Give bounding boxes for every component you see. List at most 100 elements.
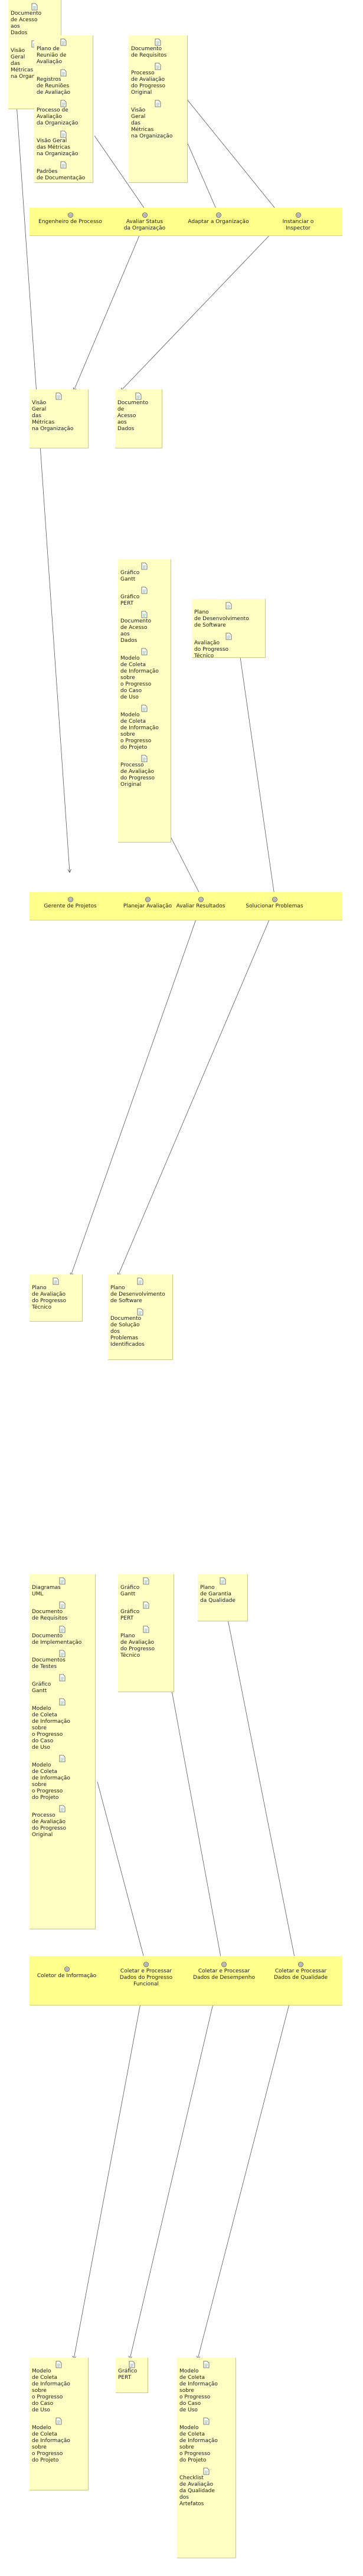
connector-line	[130, 1981, 219, 2359]
artifact-label: Registros de Reuniões de Avaliação	[37, 77, 71, 96]
document-icon	[60, 100, 67, 107]
document-icon	[60, 69, 67, 77]
gear-icon	[145, 897, 151, 902]
task[interactable]: Avaliar Resultados	[162, 896, 239, 910]
connector-line	[171, 1687, 221, 1960]
task[interactable]: Coletar e Processar Dados de Qualidade	[261, 1961, 341, 1981]
document-icon	[137, 1277, 143, 1285]
gear-icon	[198, 897, 204, 902]
artifact-label: Documento de Requisitos	[131, 46, 167, 58]
artifact-label: Modelo de Coleta de Informação sobre o P…	[32, 2425, 70, 2463]
document-icon	[225, 602, 231, 609]
connector-line	[227, 1616, 295, 1960]
role-task[interactable]: Coletor de Informação	[32, 1965, 102, 1979]
artifact-label: Processo de Avaliação do Progresso Origi…	[131, 70, 165, 96]
document-icon	[155, 100, 161, 107]
artifact: Visão Geral das Métricas na Organização	[37, 130, 90, 158]
task[interactable]: Solucionar Problemas	[236, 896, 313, 910]
artifact: Modelo de Coleta de Informação sobre o P…	[32, 2361, 86, 2414]
task-label: Coletar e Processar Dados do Progresso F…	[119, 1968, 173, 1987]
artifact: Registros de Reuniões de Avaliação	[37, 69, 90, 96]
input-group: Diagramas UML Documento de Requisitos Do…	[30, 1574, 96, 1929]
artifact-label: Modelo de Coleta de Informação sobre o P…	[120, 712, 159, 750]
task-label: Instanciar o Inspector	[282, 219, 314, 231]
task-label: Adaptar a Organização	[188, 219, 249, 225]
document-icon	[220, 1577, 225, 1585]
artifact-label: Gráfico Gantt	[32, 1682, 51, 1694]
artifact-label: Gráfico Gantt	[120, 1585, 140, 1597]
artifact: Processo de Avaliação da Organização	[37, 100, 90, 127]
gear-icon	[67, 897, 73, 902]
document-icon	[60, 161, 67, 169]
artifact: Documentos de Testes	[32, 1650, 93, 1670]
task-label: Solucionar Problemas	[246, 903, 303, 909]
document-icon	[143, 1625, 149, 1633]
artifact: Documento de Requisitos	[32, 1601, 93, 1622]
artifact: Modelo de Coleta de Informação sobre o P…	[120, 704, 168, 751]
artifact: Gráfico Gantt	[120, 562, 168, 583]
artifact: Avaliação do Progresso Técnico	[194, 632, 263, 660]
artifact-label: Plano de Desenvolvimento de Software	[110, 1285, 165, 1304]
task[interactable]: Coletar e Processar Dados de Desempenho	[184, 1961, 264, 1981]
artifact: Documento de Acesso aos Dados	[117, 392, 159, 432]
task[interactable]: Adaptar a Organização	[180, 211, 257, 225]
gear-icon	[298, 1962, 303, 1967]
role-task[interactable]: Gerente de Projetos	[32, 896, 109, 910]
document-icon	[203, 2467, 210, 2475]
document-icon	[129, 2361, 135, 2368]
task-bar: Gerente de Projetos Planejar Avaliação A…	[30, 892, 342, 920]
artifact-label: Plano de Desenvolvimento de Software	[194, 609, 249, 628]
task[interactable]: Avaliar Status da Organização	[112, 211, 177, 232]
artifact: Gráfico PERT	[118, 2361, 145, 2381]
task[interactable]: Instanciar o Inspector	[260, 211, 336, 232]
document-icon	[141, 648, 148, 656]
role-task[interactable]: Engenheiro de Processo	[32, 211, 109, 225]
connector-line	[11, 35, 70, 872]
output-group: Plano de Desenvolvimento de Software Doc…	[108, 1274, 173, 1360]
artifact: Modelo de Coleta de Informação sobre o P…	[32, 2417, 86, 2464]
output-group: Modelo de Coleta de Informação sobre o P…	[177, 2358, 236, 2558]
document-icon	[203, 2417, 210, 2425]
artifact-label: Processo de Avaliação do Progresso Origi…	[120, 762, 155, 788]
document-icon	[55, 2417, 62, 2425]
artifact-label: Processo de Avaliação do Progresso Origi…	[32, 1813, 66, 1838]
document-icon	[55, 392, 62, 400]
artifact-label: Gráfico PERT	[120, 594, 140, 607]
artifact: Processo de Avaliação do Progresso Origi…	[131, 63, 185, 96]
connector-line	[71, 914, 198, 1276]
task-bar: Coletor de Informação Coletar e Processa…	[30, 1956, 342, 2005]
artifact-label: Visão Geral das Métricas na Organização	[37, 138, 79, 157]
document-icon	[59, 1805, 66, 1813]
connector-line	[118, 914, 272, 1276]
artifact: Documento de Acesso aos Dados	[11, 3, 58, 37]
artifact-label: Modelo de Coleta de Informação sobre o P…	[120, 656, 159, 700]
artifact-label: Modelo de Coleta de Informação sobre o P…	[32, 2368, 70, 2413]
task-bar: Engenheiro de Processo Avaliar Status da…	[30, 208, 342, 236]
task[interactable]: Planejar Avaliação	[112, 896, 183, 910]
artifact: Modelo de Coleta de Informação sobre o P…	[32, 1755, 93, 1801]
task-label: Coletar e Processar Dados de Desempenho	[193, 1968, 255, 1981]
artifact-label: Checklist de Avaliação da Qualidade dos …	[179, 2475, 215, 2507]
artifact: Gráfico Gantt	[32, 1674, 93, 1695]
document-icon	[60, 130, 67, 138]
document-icon	[53, 1277, 59, 1285]
document-icon	[59, 1698, 66, 1706]
artifact: Processo de Avaliação do Progresso Origi…	[32, 1805, 93, 1838]
artifact-label: Documentos de Testes	[32, 1657, 66, 1670]
connector-line	[238, 648, 274, 896]
artifact-label: Documento de Requisitos	[32, 1609, 68, 1621]
task[interactable]: Coletar e Processar Dados do Progresso F…	[109, 1961, 183, 1988]
artifact-label: Plano de Avaliação do Progresso Técnico	[120, 1633, 155, 1659]
connector-line	[94, 135, 146, 211]
task-label: Avaliar Resultados	[176, 903, 225, 909]
gear-icon	[221, 1962, 227, 1967]
artifact-label: Gráfico PERT	[118, 2368, 138, 2381]
artifact: Plano de Garantia da Qualidade	[200, 1577, 245, 1604]
artifact: Modelo de Coleta de Informação sobre o P…	[179, 2417, 233, 2464]
gear-icon	[295, 212, 301, 218]
artifact: Plano de Avaliação do Progresso Técnico	[32, 1277, 80, 1311]
artifact: Modelo de Coleta de Informação sobre o P…	[179, 2361, 233, 2414]
document-icon	[59, 1625, 66, 1633]
artifact-label: Plano de Reunião de Avaliação	[37, 46, 67, 65]
